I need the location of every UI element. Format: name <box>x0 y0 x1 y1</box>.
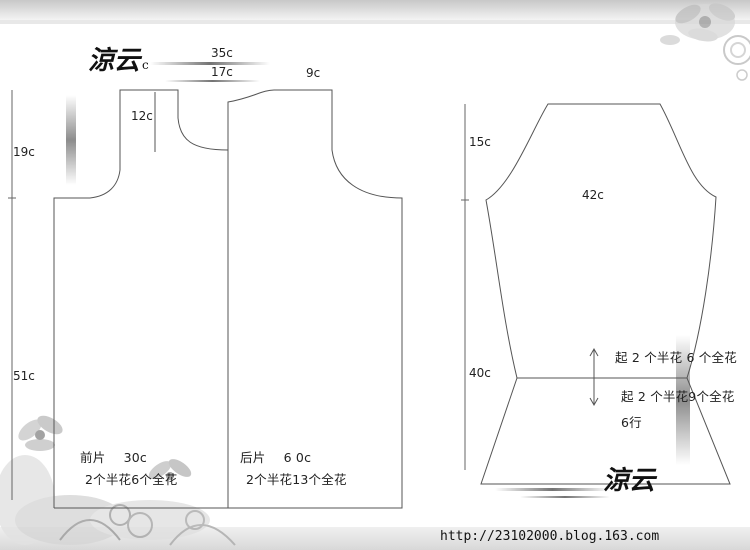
sleeve-note-2: 起 2 个半花9个全花 <box>621 389 735 404</box>
decor-streak-bottom <box>495 488 610 491</box>
sleeve-note-3: 6行 <box>621 415 642 430</box>
back-piece-width: 6 0c <box>283 450 312 465</box>
front-piece-pattern: 2个半花6个全花 <box>85 472 178 487</box>
decor-streak-right-v <box>676 335 690 465</box>
sleeve-cuff-outline <box>480 377 731 485</box>
logo-text: 涼云 <box>88 46 141 76</box>
blog-url: http://23102000.blog.163.com <box>440 529 660 544</box>
sleeve-note-1: 起 2 个半花 6 个全花 <box>615 350 737 365</box>
label-collar-35: 35c <box>211 46 233 60</box>
ribbing-arrow <box>589 347 599 407</box>
decor-streak-bottom-2 <box>520 496 610 498</box>
logo-bottom: 涼云 <box>603 460 655 497</box>
flower-decoration-top-right <box>660 3 750 81</box>
front-piece-width: 30c <box>123 450 147 465</box>
front-piece-label: 前片 30c <box>80 451 147 465</box>
decor-streak-top-2 <box>165 80 260 82</box>
top-band <box>0 0 750 20</box>
label-neck-depth: 12c <box>131 109 153 123</box>
label-sleeve-cap: 15c <box>469 135 491 149</box>
label-shoulder-9: 9c <box>306 66 321 80</box>
flower-decoration-bottom-left <box>0 415 236 546</box>
decor-streak-left-v <box>66 95 76 185</box>
decor-streak-top <box>150 62 270 65</box>
logo-text: 涼云 <box>603 466 656 496</box>
top-band-line <box>0 20 750 24</box>
label-sleeve-length: 40c <box>469 366 491 380</box>
label-armhole-depth: 19c <box>13 145 35 159</box>
front-piece-outline <box>53 89 229 508</box>
label-collar-17: 17c <box>211 65 233 79</box>
label-sleeve-width: 42c <box>582 188 604 202</box>
back-piece-pattern: 2个半花13个全花 <box>246 472 347 487</box>
back-piece-outline <box>227 89 403 509</box>
back-piece-label: 后片 6 0c <box>240 451 311 465</box>
front-piece-title: 前片 <box>80 450 106 465</box>
back-piece-title: 后片 <box>240 450 266 465</box>
logo-letter: c <box>142 58 149 72</box>
label-body-length: 51c <box>13 369 35 383</box>
